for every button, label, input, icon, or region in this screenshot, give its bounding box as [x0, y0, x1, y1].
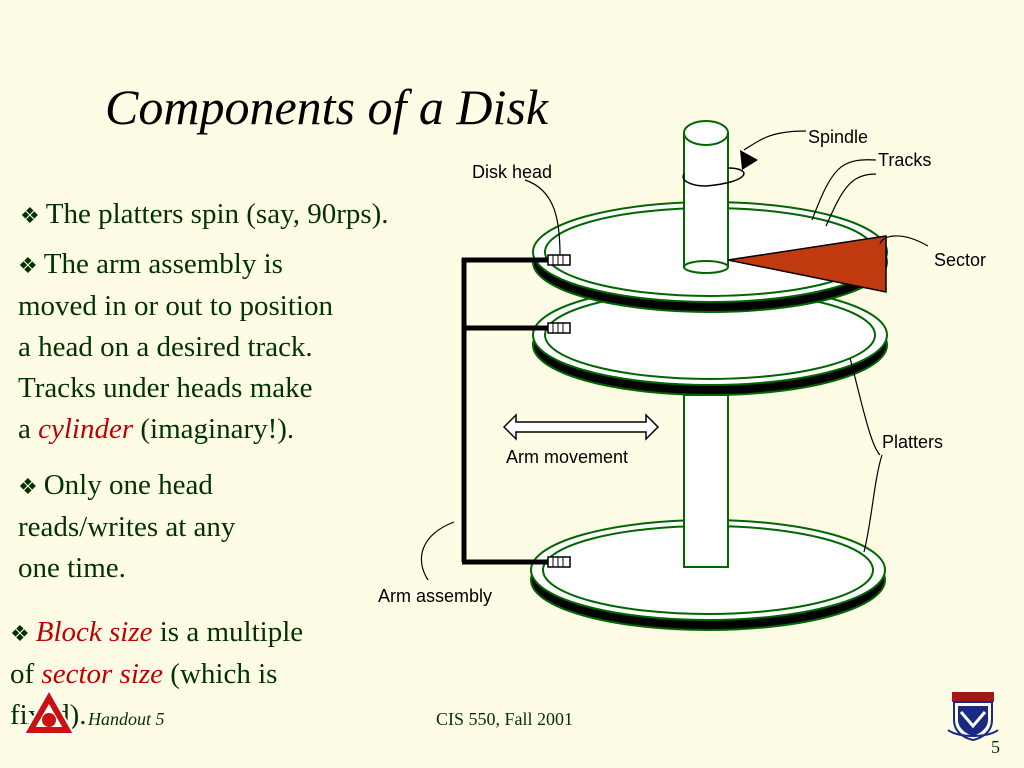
slide-title: Components of a Disk: [105, 79, 549, 135]
label-disk-head: Disk head: [472, 162, 552, 182]
bullet-arm-assembly: ❖The arm assembly is moved in or out to …: [18, 248, 333, 445]
footer-course: CIS 550, Fall 2001: [436, 709, 574, 729]
label-platters: Platters: [882, 432, 943, 452]
footer-handout: Handout 5: [88, 709, 165, 729]
rotation-arrow: [682, 167, 745, 187]
spindle-upper: [683, 120, 729, 274]
label-arm-movement: Arm movement: [506, 447, 628, 467]
diamond-bullet-icon: ❖: [18, 253, 38, 278]
bullet-block-size: ❖Block size is a multiple of sector size…: [10, 616, 304, 731]
diamond-bullet-icon: ❖: [20, 203, 40, 228]
sector-wedge: [727, 235, 887, 293]
arm-movement-arrow: [502, 413, 660, 441]
arm-assembly: [461, 257, 548, 565]
platter-bottom: [530, 519, 886, 631]
diamond-bullet-icon: ❖: [10, 621, 30, 646]
footer-page-number: 5: [991, 737, 1000, 757]
triangle-logo-icon: [22, 688, 76, 735]
bullet-platters-spin: ❖The platters spin (say, 90rps).: [20, 198, 389, 230]
bullet-one-head: ❖Only one head reads/writes at any one t…: [18, 469, 236, 584]
label-tracks: Tracks: [878, 150, 931, 170]
spindle-lower: [683, 394, 729, 568]
disk-heads: [547, 254, 571, 568]
platter-middle: [532, 284, 888, 396]
label-sector: Sector: [934, 250, 986, 270]
label-arm-assembly: Arm assembly: [378, 586, 492, 606]
university-shield-icon: [947, 692, 999, 742]
label-spindle: Spindle: [808, 127, 868, 147]
diamond-bullet-icon: ❖: [18, 474, 38, 499]
